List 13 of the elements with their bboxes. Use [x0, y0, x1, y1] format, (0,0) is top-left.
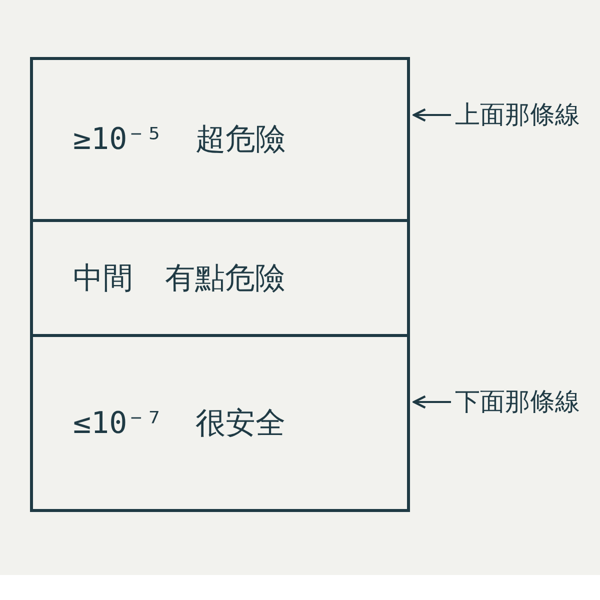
row-text: 很安全	[195, 404, 286, 442]
arrow	[412, 395, 451, 409]
table-row	[30, 334, 410, 512]
row-text: 下面那條線	[455, 386, 580, 418]
row-text: ≥10⁻⁵	[73, 121, 164, 159]
row-text: 有點危險	[165, 260, 285, 298]
row-text: 上面那條線	[455, 99, 580, 132]
row-text: ≤10⁻⁷	[73, 404, 164, 442]
row-text: 中間	[73, 260, 133, 298]
table-row	[30, 57, 410, 222]
table-row	[30, 219, 410, 337]
arrow	[412, 108, 451, 122]
row-text: 超危險	[195, 121, 286, 159]
